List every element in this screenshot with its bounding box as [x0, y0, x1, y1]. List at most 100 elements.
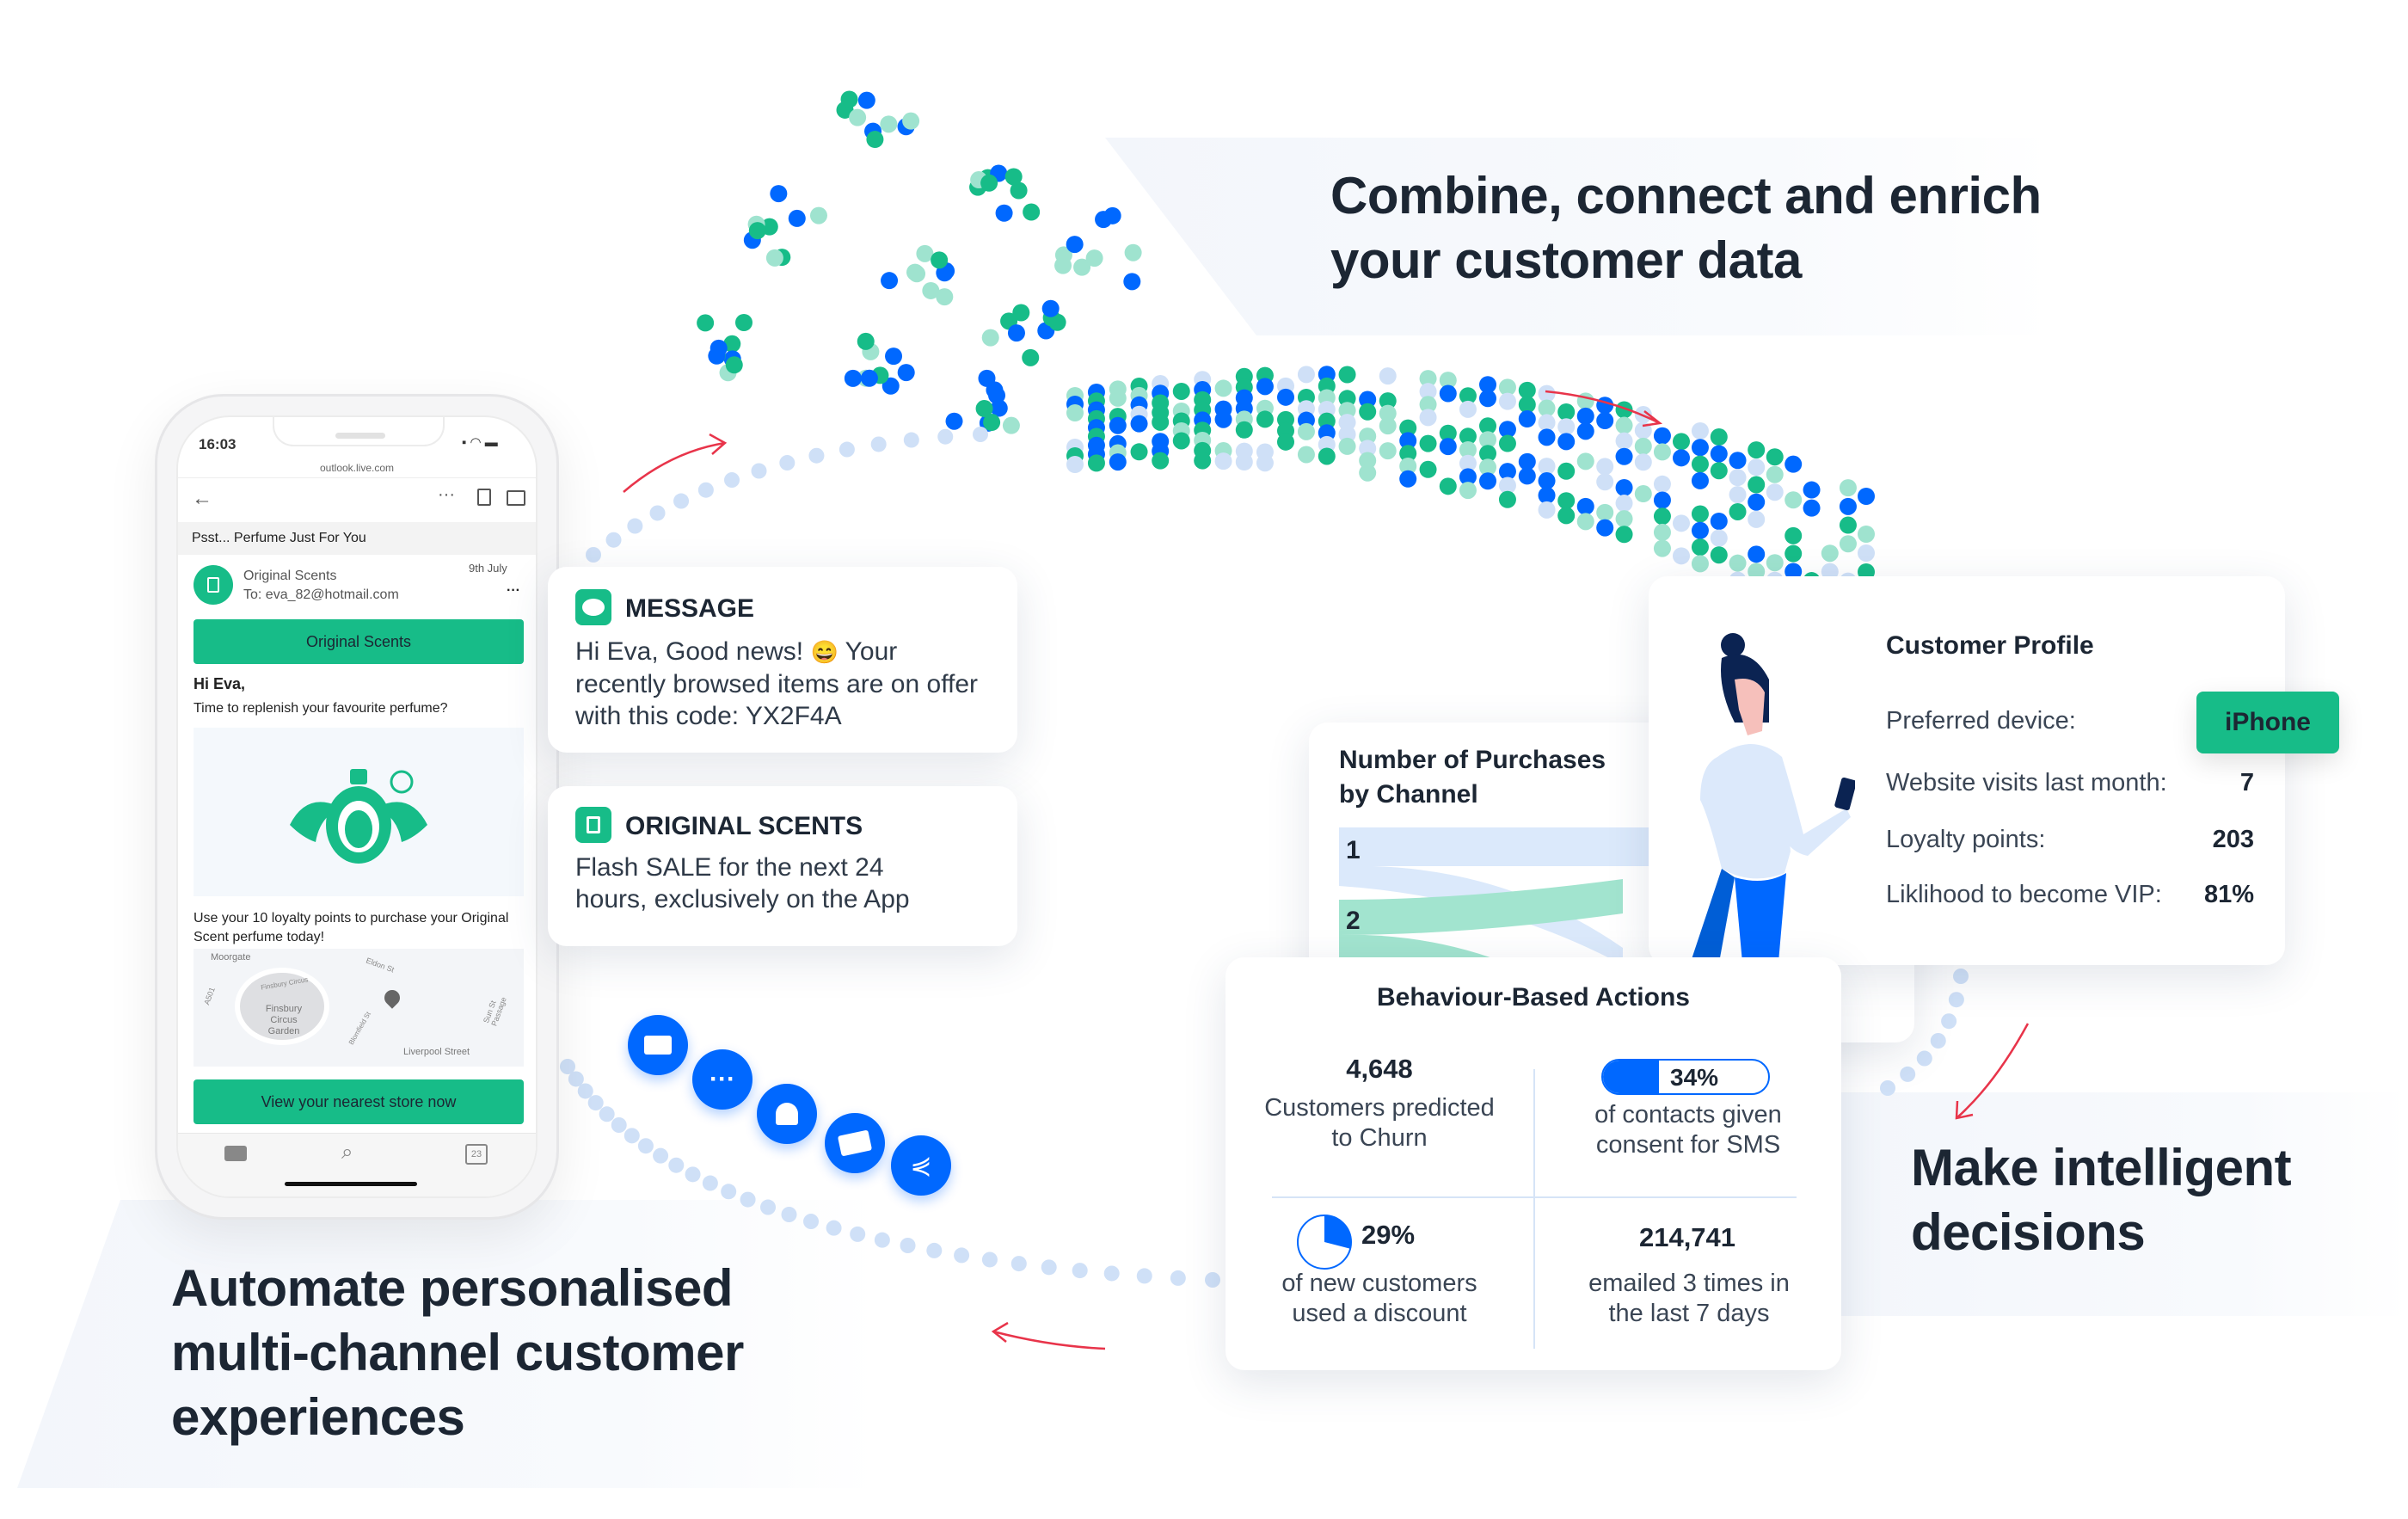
data-dot	[1002, 416, 1020, 434]
data-dot	[1710, 513, 1728, 530]
data-dot	[1748, 458, 1766, 477]
data-dot	[1479, 390, 1496, 408]
sender-name: Original Scents	[243, 569, 337, 583]
data-dot	[1653, 507, 1671, 526]
headline-combine: Combine, connect and enrich your custome…	[1330, 163, 2042, 292]
url-bar[interactable]: outlook.live.com	[319, 462, 395, 474]
sms-consent-label: of contacts given consent for SMS	[1594, 1101, 1782, 1159]
data-dot	[1576, 392, 1594, 410]
website-visits-label: Website visits last month:	[1886, 769, 2167, 796]
push-channel-button[interactable]	[757, 1084, 817, 1144]
speaker	[335, 433, 385, 439]
arc-dot	[954, 1247, 970, 1264]
loyalty-points-label: Loyalty points:	[1886, 826, 2046, 853]
data-dot	[1710, 445, 1728, 463]
data-dot	[1479, 376, 1496, 394]
view-store-button[interactable]: View your nearest store now	[194, 1079, 524, 1124]
chat-channel-button[interactable]: ···	[692, 1049, 752, 1110]
calendar-icon[interactable]: 23	[465, 1144, 488, 1165]
data-dot	[1419, 434, 1437, 452]
data-dot	[1518, 452, 1536, 470]
data-dot	[1359, 452, 1377, 470]
data-dot	[1634, 485, 1652, 503]
map-park	[235, 968, 329, 1045]
data-dot	[1109, 389, 1127, 407]
data-dot	[723, 335, 741, 353]
behaviour-title: Behaviour-Based Actions	[1377, 983, 1690, 1012]
data-dot	[1518, 381, 1536, 399]
arc-dot	[1136, 1268, 1152, 1284]
archive-icon[interactable]	[507, 490, 525, 506]
grinning-emoji-icon: 😄	[810, 639, 838, 665]
data-dot	[1359, 464, 1377, 482]
app-notification-card: ORIGINAL SCENTS Flash SALE for the next …	[548, 786, 1017, 946]
data-dot	[1459, 454, 1477, 472]
data-dot	[849, 108, 867, 126]
data-dot	[1803, 499, 1821, 517]
data-dot	[1073, 258, 1091, 276]
data-dot	[1748, 441, 1766, 459]
headline-decisions: Make intelligent decisions	[1911, 1135, 2292, 1264]
data-dot	[1729, 452, 1747, 470]
data-dot	[1130, 415, 1148, 433]
data-dot	[1653, 475, 1671, 493]
toolbar: ← ···	[178, 477, 536, 520]
data-dot	[975, 400, 993, 418]
data-dot	[1673, 449, 1690, 467]
data-dot	[1498, 421, 1516, 439]
social-channel-button[interactable]: ⋞	[891, 1135, 951, 1196]
data-dot	[1821, 544, 1839, 563]
data-dot	[1710, 529, 1728, 547]
data-dot	[1459, 482, 1477, 500]
data-dot	[1123, 273, 1141, 291]
pie-slice	[1324, 1215, 1351, 1249]
arc-dot	[1916, 1050, 1932, 1067]
data-dot	[1379, 367, 1397, 385]
data-dot	[1557, 492, 1576, 510]
data-dot	[1399, 419, 1417, 437]
data-dot	[945, 412, 963, 430]
data-dot	[1691, 421, 1709, 440]
data-dot	[1439, 438, 1457, 456]
data-dot	[770, 185, 788, 203]
headline-automate: Automate personalised multi-channel cust…	[171, 1256, 744, 1449]
data-dot	[1479, 472, 1496, 490]
data-dot	[1634, 421, 1652, 440]
message-text: Hi Eva, Good news!	[575, 637, 811, 666]
email-channel-button[interactable]	[628, 1015, 688, 1075]
more-options-icon[interactable]: ···	[438, 485, 455, 504]
data-dot	[840, 90, 858, 108]
data-dot	[922, 281, 940, 299]
data-dot	[1710, 462, 1728, 480]
data-dot	[1615, 416, 1633, 434]
data-dot	[1379, 417, 1397, 435]
data-dot	[1653, 427, 1671, 445]
direct-mail-channel-button[interactable]	[825, 1113, 885, 1173]
data-dot	[1858, 488, 1875, 505]
data-dot	[1152, 452, 1170, 470]
arc-dot	[702, 1175, 718, 1191]
churn-value: 4,648	[1346, 1054, 1413, 1084]
email-more-icon[interactable]: ···	[507, 583, 520, 598]
data-dot	[1748, 493, 1766, 511]
data-dot	[1766, 465, 1784, 483]
back-arrow-icon[interactable]: ←	[192, 487, 212, 510]
data-dot	[1518, 467, 1536, 485]
store-map[interactable]: Moorgate Finsbury Circus Garden Eldon St…	[194, 949, 524, 1067]
data-dot	[1419, 409, 1437, 427]
data-dot	[1498, 434, 1516, 452]
arc-dot	[850, 1226, 866, 1242]
data-dot	[1710, 428, 1728, 446]
mail-icon[interactable]	[224, 1146, 247, 1161]
arc-dot	[697, 482, 714, 498]
arc-dot	[937, 428, 954, 445]
data-dot	[978, 369, 996, 387]
data-dot	[1109, 453, 1127, 471]
data-dot	[1459, 387, 1477, 405]
search-icon[interactable]: ⌕	[341, 1141, 353, 1164]
data-dot	[1095, 211, 1113, 229]
data-dot	[906, 263, 924, 281]
chat-bubble-icon	[575, 589, 611, 625]
trash-icon[interactable]	[477, 489, 491, 506]
data-dot	[1748, 510, 1766, 528]
